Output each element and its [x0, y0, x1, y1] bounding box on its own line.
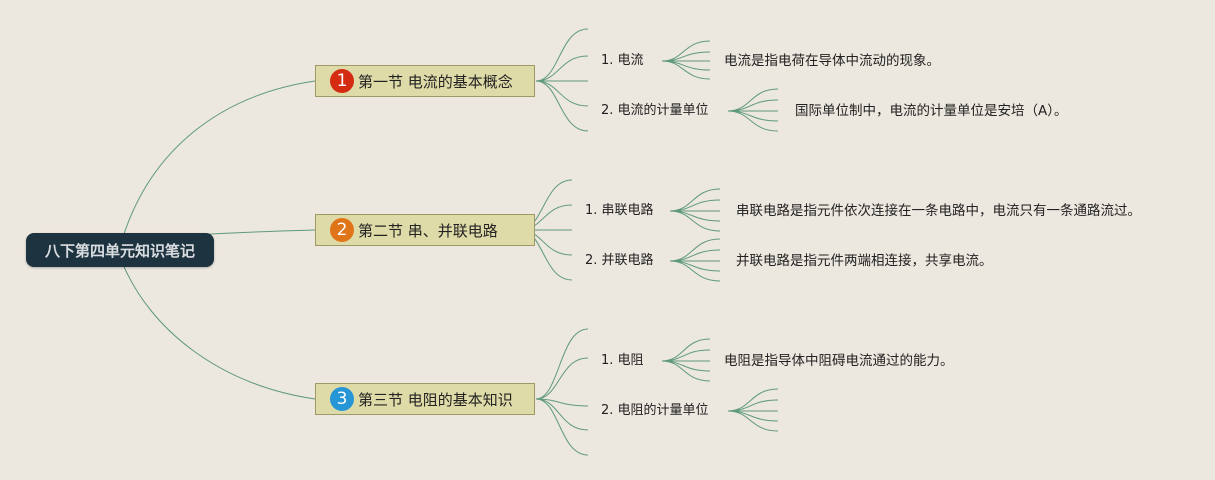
definition-parallel-circuit: 并联电路是指元件两端相连接，共享电流。 [736, 253, 993, 269]
section-node-1[interactable]: 1 第一节 电流的基本概念 [315, 65, 535, 97]
section-label: 第三节 电阻的基本知识 [358, 390, 513, 409]
topic-node-current-unit[interactable]: 2. 电流的计量单位 [601, 103, 709, 118]
connector-fan-topic-5 [669, 210, 721, 232]
connector-fan-topic-4 [669, 260, 721, 272]
connector-root-section-1 [121, 80, 316, 241]
connector-fan-topic-5 [661, 360, 711, 382]
definition-resistance: 电阻是指导体中阻碍电流通过的能力。 [724, 353, 954, 369]
topic-node-series-circuit[interactable]: 1. 串联电路 [585, 203, 654, 218]
connector-fan-section-1-2 [535, 55, 589, 82]
connector-fan-section-1-1 [535, 28, 589, 82]
connector-fan-topic-4 [727, 110, 779, 122]
connector-fan-topic-4 [727, 410, 779, 422]
definition-current-unit: 国际单位制中，电流的计量单位是安培（A）。 [795, 103, 1068, 119]
connector-fan-section-3-4 [535, 398, 589, 431]
connector-fan-topic-4 [669, 210, 721, 222]
topic-node-resistance-unit[interactable]: 2. 电阻的计量单位 [601, 403, 709, 418]
number-badge-icon: 2 [330, 218, 354, 242]
section-node-3[interactable]: 3 第三节 电阻的基本知识 [315, 383, 535, 415]
connector-fan-topic-5 [669, 260, 721, 282]
connector-root-section-3 [121, 261, 316, 400]
root-label: 八下第四单元知识笔记 [44, 241, 195, 260]
connector-fan-topic-5 [727, 110, 779, 132]
topic-node-current[interactable]: 1. 电流 [601, 53, 644, 68]
section-label: 第二节 串、并联电路 [358, 221, 498, 240]
number-badge-icon: 3 [330, 387, 354, 411]
connector-fan-topic-2 [727, 399, 779, 412]
connector-fan-topic-4 [661, 60, 711, 71]
connector-fan-topic-5 [661, 60, 711, 80]
connector-fan-topic-2 [727, 99, 779, 112]
connector-fan-section-3-1 [535, 328, 589, 400]
topic-node-parallel-circuit[interactable]: 2. 并联电路 [585, 253, 654, 268]
definition-current: 电流是指电荷在导体中流动的现象。 [724, 53, 940, 69]
connector-fan-topic-2 [669, 249, 721, 262]
connector-fan-section-3-2 [535, 357, 589, 400]
root-node[interactable]: 八下第四单元知识笔记 [26, 233, 214, 267]
section-node-2[interactable]: 2 第二节 串、并联电路 [315, 214, 535, 246]
connector-fan-section-1-4 [535, 80, 589, 107]
connector-fan-topic-2 [669, 199, 721, 212]
definition-series-circuit: 串联电路是指元件依次连接在一条电路中，电流只有一条通路流过。 [736, 203, 1141, 219]
connector-fan-topic-1 [661, 40, 711, 62]
connector-fan-section-1-5 [535, 80, 589, 132]
connector-fan-section-3-5 [535, 398, 589, 456]
topic-node-resistance[interactable]: 1. 电阻 [601, 353, 644, 368]
connector-fan-topic-2 [661, 349, 711, 362]
connector-fan-topic-5 [727, 410, 779, 432]
connector-fan-topic-4 [661, 360, 711, 372]
number-badge-icon: 1 [330, 69, 354, 93]
section-label: 第一节 电流的基本概念 [358, 72, 513, 91]
